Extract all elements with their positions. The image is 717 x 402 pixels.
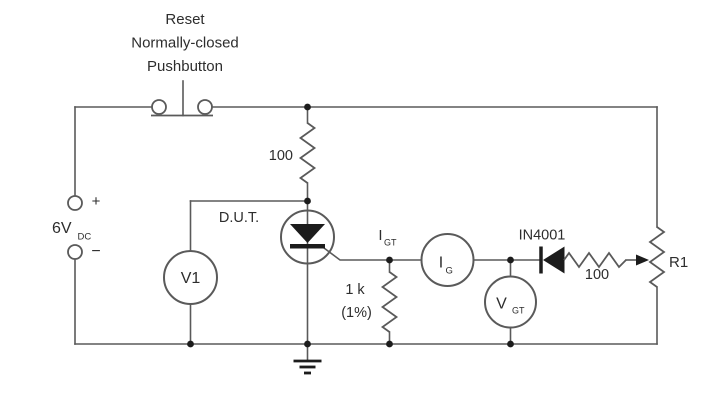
junction-dot <box>304 340 311 348</box>
junction-dot <box>304 197 311 205</box>
pushbutton-contact-left <box>151 99 167 115</box>
meter-ig-subscript: G <box>446 266 453 277</box>
meter-ig: I G <box>420 233 475 287</box>
supply-plus-sign: + <box>92 193 101 210</box>
resistor-100-anode: 100 <box>269 122 317 184</box>
diode-part-number: IN4001 <box>519 228 566 244</box>
dc-supply: + − 6V DC <box>52 193 101 260</box>
igt-subscript: GT <box>384 238 397 248</box>
junction-dot <box>507 256 514 264</box>
resistor-100-series-zigzag <box>563 251 627 269</box>
resistor-1k-zigzag <box>380 271 399 333</box>
gate-current-label: I GT <box>378 227 397 248</box>
junction-dot <box>187 340 194 348</box>
junction-dots <box>187 103 514 348</box>
meter-ig-circle <box>420 233 475 287</box>
potentiometer-zigzag <box>648 226 666 288</box>
diode-triangle <box>543 246 565 274</box>
supply-value-subscript: DC <box>78 232 92 243</box>
junction-dot <box>304 103 311 111</box>
diode-in4001: IN4001 <box>519 228 566 274</box>
meter-ig-symbol: I <box>439 255 443 272</box>
resistor-1k-gate: 1 k (1%) <box>341 271 399 333</box>
potentiometer-r1: R1 <box>636 226 688 288</box>
meter-v1: V1 <box>163 250 218 305</box>
meter-v1-label: V1 <box>181 270 201 287</box>
meter-v1-circle <box>163 250 218 305</box>
scr-triangle <box>290 224 325 243</box>
meter-vgt-symbol: V <box>496 296 507 313</box>
resistor-1k-value: 1 k <box>345 282 365 298</box>
potentiometer-label: R1 <box>669 254 688 271</box>
junction-dot <box>386 256 393 264</box>
scr-dut-symbol: D.U.T. <box>219 209 335 265</box>
pushbutton-symbol: Reset Normally-closed Pushbutton <box>131 11 239 117</box>
wiper-arrow <box>636 254 649 266</box>
scr-cathode-bar <box>290 244 325 249</box>
wire-scr-gate <box>320 245 391 261</box>
meter-vgt: V GT <box>484 275 537 329</box>
meter-vgt-circle <box>484 275 537 329</box>
scr-circle <box>280 209 335 265</box>
igt-symbol: I <box>378 227 382 244</box>
resistor-100-series-value: 100 <box>585 267 609 283</box>
supply-value-label: 6V <box>52 220 72 237</box>
pushbutton-label-line1: Reset <box>165 11 205 28</box>
junction-dot <box>507 340 514 348</box>
resistor-100-anode-value: 100 <box>269 148 293 164</box>
resistor-100-series: 100 <box>563 251 627 283</box>
pushbutton-label-line2: Normally-closed <box>131 35 239 52</box>
pushbutton-label-line3: Pushbutton <box>147 58 223 75</box>
pushbutton-contact-right <box>197 99 213 115</box>
junction-dot <box>386 340 393 348</box>
supply-negative-terminal <box>67 244 83 260</box>
supply-minus-sign: − <box>91 243 100 260</box>
ground-symbol <box>293 343 322 375</box>
supply-positive-terminal <box>67 195 83 211</box>
meter-vgt-subscript: GT <box>512 306 525 316</box>
dut-label: D.U.T. <box>219 210 259 226</box>
resistor-1k-tolerance: (1%) <box>341 305 372 321</box>
wires <box>74 106 658 345</box>
resistor-100-anode-zigzag <box>298 122 317 184</box>
